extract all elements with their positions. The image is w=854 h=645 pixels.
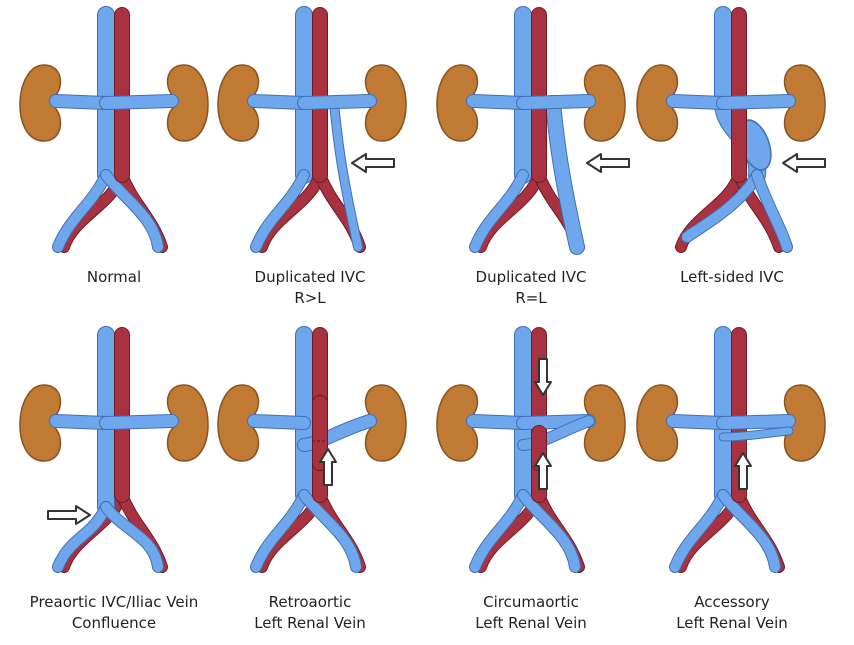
- panel-caption-preaortic: Preaortic IVC/Iliac Vein Confluence: [9, 592, 219, 634]
- panel-caption-retroaortic: Retroaortic Left Renal Vein: [205, 592, 415, 634]
- kidney: [19, 64, 62, 142]
- caption-line: Preaortic IVC/Iliac Vein: [29, 593, 199, 611]
- outline-arrow-icon: [319, 448, 337, 486]
- vein: [50, 415, 112, 429]
- panel-duplicated-rl: [217, 6, 407, 253]
- vein: [298, 95, 376, 109]
- vein: [470, 170, 528, 252]
- caption-line: Confluence: [71, 614, 157, 632]
- vein: [330, 99, 362, 251]
- vein: [101, 502, 163, 572]
- panel-circumaortic: [436, 326, 626, 573]
- vein: [50, 95, 112, 109]
- panel-caption-duplicated-rl: Duplicated IVC R>L: [205, 267, 415, 309]
- kidney: [217, 64, 260, 142]
- vein: [299, 490, 361, 572]
- caption-line: Circumaortic: [483, 593, 579, 611]
- vein: [53, 170, 111, 252]
- vein: [470, 490, 528, 572]
- panel-normal: [19, 6, 209, 253]
- panel-left-sided: [636, 6, 826, 253]
- kidney: [217, 384, 260, 462]
- vein: [717, 415, 795, 429]
- outline-arrow-icon: [734, 452, 752, 490]
- panel-preaortic: [19, 326, 209, 573]
- vein: [718, 490, 780, 572]
- panel-accessory: [636, 326, 826, 573]
- caption-line: R>L: [294, 289, 326, 307]
- panel-caption-accessory: Accessory Left Renal Vein: [627, 592, 837, 634]
- vein: [719, 427, 793, 441]
- vein: [682, 170, 762, 242]
- vein: [248, 415, 310, 429]
- vein: [517, 95, 595, 109]
- vein: [546, 96, 584, 254]
- outline-arrow-icon: [586, 153, 630, 173]
- vein: [518, 490, 580, 572]
- vein: [100, 95, 178, 109]
- panel-retroaortic: [217, 326, 407, 573]
- outline-arrow-icon: [534, 452, 552, 490]
- panel-duplicated-eq: [436, 6, 630, 255]
- vein: [518, 416, 594, 450]
- panel-caption-normal: Normal: [9, 267, 219, 288]
- vein: [248, 95, 310, 109]
- kidney: [583, 384, 626, 462]
- vein: [467, 95, 529, 109]
- vein: [667, 415, 729, 429]
- vein: [53, 502, 111, 572]
- panel-caption-left-sided: Left-sided IVC: [627, 267, 837, 288]
- vein: [100, 415, 178, 429]
- outline-arrow-icon: [47, 505, 91, 525]
- kidney: [19, 384, 62, 462]
- kidney: [166, 384, 209, 462]
- kidney: [636, 384, 679, 462]
- artery: [734, 170, 784, 252]
- kidney: [583, 64, 626, 142]
- caption-line: Retroaortic: [268, 593, 352, 611]
- kidney: [364, 64, 407, 142]
- kidney: [436, 384, 479, 462]
- vein: [467, 415, 529, 429]
- panel-caption-duplicated-eq: Duplicated IVC R=L: [426, 267, 636, 309]
- vein: [251, 170, 309, 252]
- outline-arrow-icon: [351, 153, 395, 173]
- kidney: [364, 384, 407, 462]
- caption-line: Duplicated IVC: [254, 268, 366, 286]
- vein: [251, 490, 309, 572]
- panel-caption-circumaortic: Circumaortic Left Renal Vein: [426, 592, 636, 634]
- vein: [670, 490, 728, 572]
- caption-line: Left-sided IVC: [680, 268, 784, 286]
- vein: [752, 170, 792, 252]
- caption-line: Left Renal Vein: [475, 614, 587, 632]
- kidney: [783, 64, 826, 142]
- outline-arrow-icon: [782, 153, 826, 173]
- caption-line: Left Renal Vein: [254, 614, 366, 632]
- caption-line: Duplicated IVC: [475, 268, 587, 286]
- caption-line: Normal: [86, 268, 142, 286]
- vein: [667, 95, 729, 109]
- caption-line: R=L: [515, 289, 547, 307]
- caption-line: Left Renal Vein: [676, 614, 788, 632]
- kidney: [636, 64, 679, 142]
- vein: [717, 95, 795, 109]
- vein: [101, 170, 163, 252]
- kidney: [436, 64, 479, 142]
- outline-arrow-icon: [534, 358, 552, 396]
- vein: [298, 415, 376, 451]
- kidney: [166, 64, 209, 142]
- caption-line: Accessory: [694, 593, 770, 611]
